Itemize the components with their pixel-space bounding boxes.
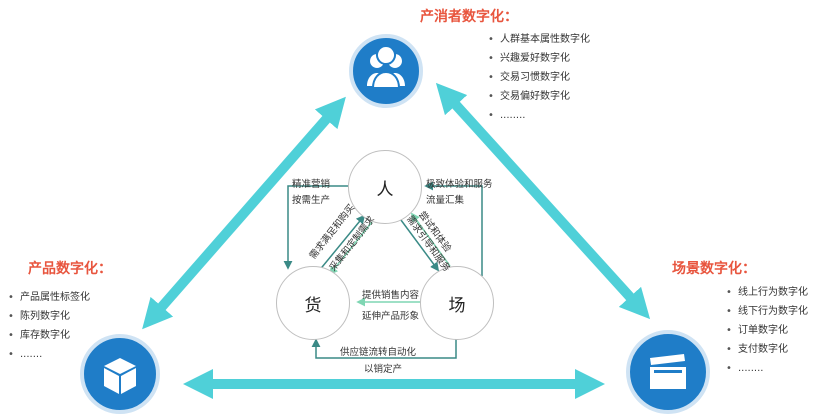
flow-diag-left-up (317, 214, 366, 273)
list-item: •线上行为数字化 (726, 287, 808, 298)
box-icon (80, 334, 160, 414)
list-item: •交易偏好数字化 (488, 91, 570, 102)
list-item: •人群基本属性数字化 (488, 34, 590, 45)
label-middle-1: 提供销售内容 (362, 290, 420, 301)
label-middle-2: 延伸产品形象 (362, 311, 420, 322)
node-person: 人 (348, 150, 422, 224)
list-item: •产品属性标签化 (8, 292, 90, 303)
list-item: •........ (726, 363, 764, 374)
consumer-title: 产消者数字化： (420, 9, 518, 25)
consumer-list: •人群基本属性数字化 •兴趣爱好数字化 •交易习惯数字化 •交易偏好数字化 •.… (488, 30, 590, 125)
product-list: •产品属性标签化 •陈列数字化 •库存数字化 •....... (8, 288, 90, 364)
list-item: •陈列数字化 (8, 311, 70, 322)
scene-list: •线上行为数字化 •线下行为数字化 •订单数字化 •支付数字化 •.......… (726, 283, 808, 378)
flow-diag-right-up (410, 212, 451, 267)
flow-right-loop (424, 181, 483, 276)
list-item: •订单数字化 (726, 325, 788, 336)
label-left-bottom: 按需生产 (292, 195, 331, 206)
arrow-consumer-scene (435, 82, 651, 320)
label-bottom-2: 以销定产 (364, 364, 403, 375)
label-right-top: 极致体验和服务 (426, 179, 493, 190)
label-bottom-1: 供应链流转自动化 (340, 347, 417, 358)
product-title: 产品数字化： (28, 261, 112, 277)
people-icon (349, 34, 423, 108)
scene-title: 场景数字化： (672, 261, 756, 277)
list-item: •支付数字化 (726, 344, 788, 355)
list-item: •........ (488, 110, 526, 121)
list-item: •交易习惯数字化 (488, 72, 570, 83)
node-goods: 货 (276, 266, 350, 340)
node-place: 场 (420, 266, 494, 340)
flow-bottom-loop (311, 336, 457, 359)
flow-diag-right-down (397, 215, 440, 272)
clapperboard-icon (626, 330, 710, 414)
label-left-top: 精准营销 (292, 179, 331, 190)
flow-left-loop (283, 185, 348, 270)
list-item: •库存数字化 (8, 330, 70, 341)
flow-diag-left-down (328, 221, 373, 276)
list-item: •线下行为数字化 (726, 306, 808, 317)
list-item: •....... (8, 349, 43, 360)
arrow-consumer-product (142, 96, 346, 330)
list-item: •兴趣爱好数字化 (488, 53, 570, 64)
label-right-bottom: 流量汇集 (426, 195, 465, 206)
